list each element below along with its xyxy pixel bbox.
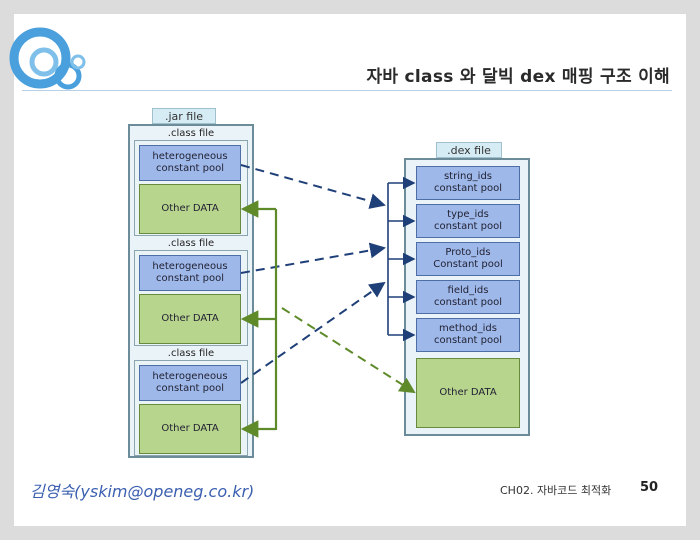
page-number: 50 <box>640 480 659 495</box>
dex-item-sublabel: constant pool <box>433 297 502 308</box>
pool-mapping-arrows <box>240 164 386 384</box>
dex-item-label: string_ids <box>443 171 493 182</box>
constant-pool-box: heterogeneous constant pool <box>139 365 241 401</box>
chapter-label: CH02. 자바코드 최적화 <box>500 484 612 497</box>
dex-type-ids-box: type_ids constant pool <box>416 204 520 238</box>
data-bus <box>240 200 278 438</box>
page-title: 자바 class 와 달빅 dex 매핑 구조 이해 <box>366 67 670 87</box>
constant-pool-box: heterogeneous constant pool <box>139 145 241 181</box>
slide <box>14 14 686 526</box>
dex-item-label: method_ids <box>439 323 497 334</box>
dex-item-sublabel: constant pool <box>433 183 502 194</box>
other-data-box: Other DATA <box>139 404 241 454</box>
other-data-box: Other DATA <box>139 184 241 234</box>
dex-item-label: field_ids <box>447 285 489 296</box>
dex-proto-ids-box: Proto_ids Constant pool <box>416 242 520 276</box>
dex-method-ids-box: method_ids constant pool <box>416 318 520 352</box>
class-file-label: .class file <box>167 238 215 249</box>
pool-label-line1: heterogeneous <box>152 261 228 272</box>
dex-item-sublabel: Constant pool <box>433 259 503 270</box>
pool-label-line2: constant pool <box>155 383 224 394</box>
jar-file-label: .jar file <box>152 108 216 124</box>
pool-label-line2: constant pool <box>155 163 224 174</box>
dex-item-label: Proto_ids <box>445 247 491 258</box>
other-data-box: Other DATA <box>139 294 241 344</box>
dex-file-label: .dex file <box>436 142 502 158</box>
dex-bracket <box>387 176 416 342</box>
author-signature: 김영숙(yskim@openeg.co.kr) <box>30 482 255 501</box>
data-mapping-arrow <box>281 307 416 394</box>
class-file-label: .class file <box>167 128 215 139</box>
pool-label-line1: heterogeneous <box>152 151 228 162</box>
title-divider <box>22 90 672 91</box>
dex-item-sublabel: constant pool <box>433 335 502 346</box>
dex-item-label: type_ids <box>447 209 489 220</box>
pool-label-line2: constant pool <box>155 273 224 284</box>
constant-pool-box: heterogeneous constant pool <box>139 255 241 291</box>
class-file-label: .class file <box>167 348 215 359</box>
dex-field-ids-box: field_ids constant pool <box>416 280 520 314</box>
pool-label-line1: heterogeneous <box>152 371 228 382</box>
dex-string-ids-box: string_ids constant pool <box>416 166 520 200</box>
dex-item-sublabel: constant pool <box>433 221 502 232</box>
dex-other-data-box: Other DATA <box>416 358 520 428</box>
